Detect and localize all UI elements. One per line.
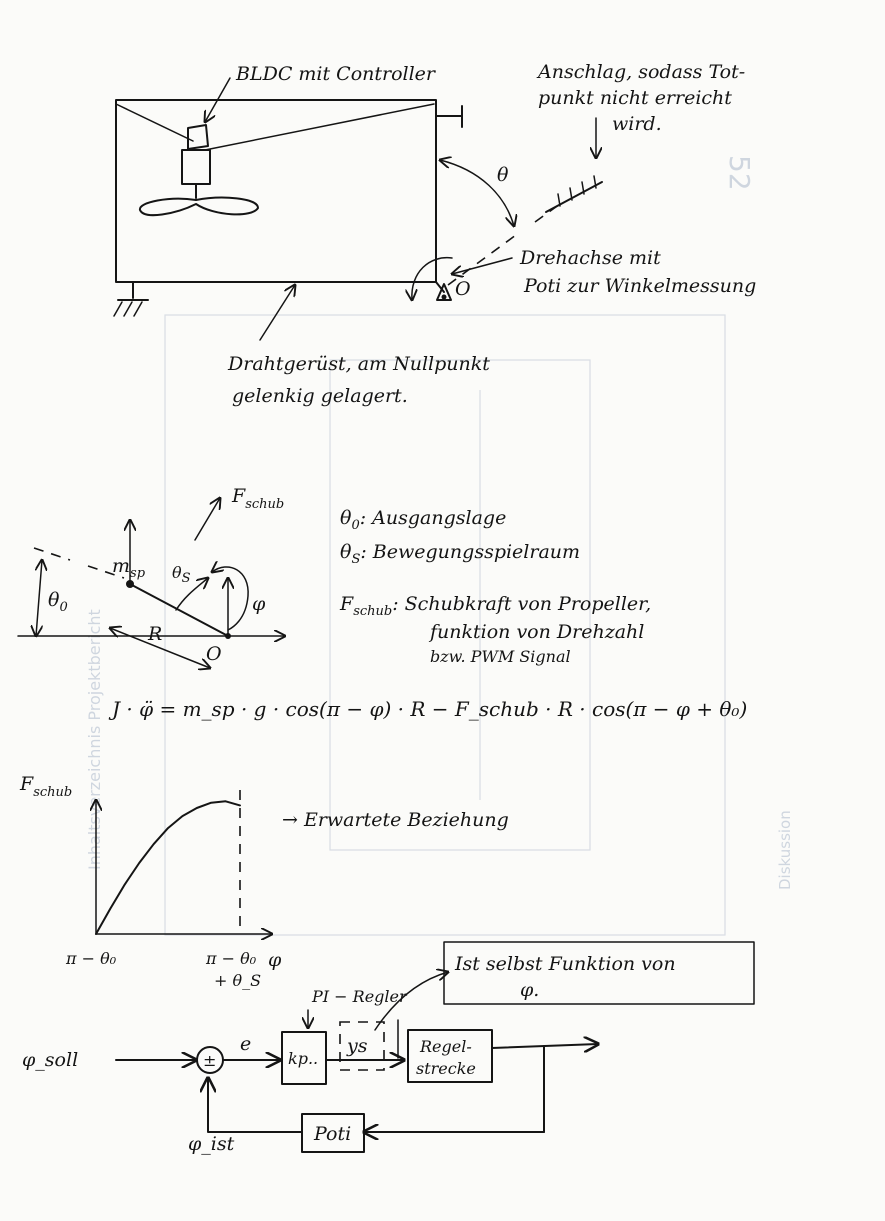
pivot-icon: [435, 281, 452, 301]
pi-title: PI − Regler: [311, 987, 408, 1006]
stop-label-line2: punkt nicht erreicht: [538, 87, 732, 109]
plant-label-line2: strecke: [416, 1059, 476, 1078]
svg-text:52: 52: [723, 155, 756, 191]
plot-xlabel: φ: [268, 949, 282, 971]
sensor-label: Poti: [313, 1123, 351, 1145]
left-support-icon: [113, 281, 149, 317]
stop-label-line3: wird.: [612, 113, 662, 135]
svg-text:Inhaltsverzeichnis Projektberi: Inhaltsverzeichnis Projektbericht: [85, 609, 104, 870]
legend-row-1: θS: Bewegungsspielraum: [340, 541, 580, 567]
theta-symbol: θ: [497, 164, 509, 186]
control-block-diagram: Ist selbst Funktion von φ. φ_soll ± e PI…: [22, 941, 755, 1155]
ys-block: [339, 1021, 385, 1071]
sum-sign: ±: [203, 1051, 216, 1070]
radius-label: R: [147, 623, 162, 645]
input-label: φ_soll: [22, 1049, 78, 1071]
stop-label-line1: Anschlag, sodass Tot-: [536, 61, 745, 83]
tick-end-label-line2: + θ_S: [214, 971, 261, 990]
phi-label: φ: [252, 593, 266, 615]
legend-row-3: funktion von Drehzahl: [428, 621, 644, 643]
expected-relation-plot: Fschub φ π − θ₀ π − θ₀ + θ_S → Erwartete…: [19, 773, 509, 990]
fbd-origin-label: O: [206, 643, 222, 665]
origin-label: O: [455, 278, 471, 300]
legend-row-4: bzw. PWM Signal: [430, 647, 571, 666]
axis-label-line2: Poti zur Winkelmessung: [523, 275, 756, 297]
error-label: e: [240, 1033, 251, 1055]
axis-label-line1: Drehachse mit: [519, 247, 661, 269]
frame-sketch: O θ BLDC mit Controller Anschlag, sodass…: [113, 61, 756, 407]
svg-text:Diskussion: Diskussion: [776, 810, 794, 890]
kp-label: kp..: [288, 1049, 318, 1068]
propeller-icon: [139, 196, 259, 217]
curve-line: [95, 800, 241, 935]
frame-label-line2: gelenkig gelagert.: [232, 385, 408, 407]
wire-frame: [115, 99, 437, 283]
feedback-label: φ_ist: [188, 1133, 235, 1155]
note-line2: φ.: [520, 979, 539, 1001]
free-body-diagram: Fschub msp θS θ0 R O φ: [17, 485, 285, 668]
symbol-legend: θ0: Ausgangslage θS: Bewegungsspielraum …: [339, 507, 651, 666]
pi-controller-block: [281, 1031, 327, 1085]
theta-0-label: θ0: [48, 589, 68, 615]
mass-label: msp: [112, 555, 146, 581]
plant-label-line1: Regel-: [419, 1037, 472, 1056]
plant-block: [407, 1029, 493, 1083]
stop-hatch-icon: [545, 175, 603, 213]
equation-of-motion: J · φ̈ = m_sp · g · cos(π − φ) · R − F_s…: [108, 697, 747, 721]
tick-end-label-line1: π − θ₀: [205, 949, 257, 968]
tick-start-label: π − θ₀: [65, 949, 117, 968]
bleed-through: 52 Inhaltsverzeichnis Projektbericht Dis…: [85, 155, 794, 936]
legend-row-0: θ0: Ausgangslage: [340, 507, 506, 533]
plot-annotation: → Erwartete Beziehung: [282, 809, 509, 831]
theta-s-label: θS: [172, 563, 191, 586]
note-line1: Ist selbst Funktion von: [454, 953, 676, 975]
motor-icon: [181, 124, 211, 199]
motor-label: BLDC mit Controller: [235, 63, 437, 85]
plot-ylabel: Fschub: [19, 773, 72, 800]
legend-row-2: Fschub: Schubkraft von Propeller,: [339, 593, 651, 619]
frame-label-line1: Drahtgerüst, am Nullpunkt: [227, 353, 490, 375]
force-label: Fschub: [231, 485, 284, 512]
ys-label: ys: [346, 1035, 368, 1057]
